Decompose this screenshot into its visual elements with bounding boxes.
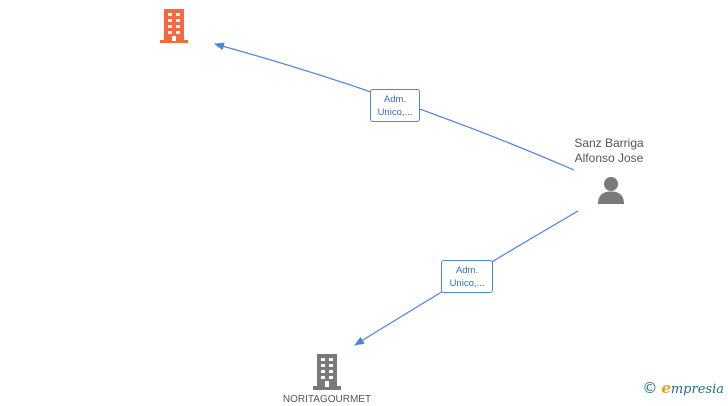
edge-label-bottom-line2: Unico,... — [449, 278, 485, 289]
edge-label-bottom[interactable]: Adm. Unico,... — [441, 260, 493, 293]
edge-label-top-line2: Unico,... — [377, 107, 413, 118]
brand-initial: e — [661, 379, 671, 397]
brand-logo: empresia — [661, 379, 724, 397]
edge-label-top[interactable]: Adm. Unico,... — [370, 89, 420, 122]
edge-label-top-line1: Adm. — [383, 94, 407, 105]
company-name-label[interactable]: NORITAGOURMET — [282, 394, 372, 405]
person-name-line2: Alfonso Jose — [574, 151, 644, 165]
building-icon[interactable] — [311, 354, 343, 390]
building-icon-highlighted[interactable] — [158, 9, 190, 43]
person-name-label: Sanz Barriga Alfonso Jose — [562, 136, 656, 166]
person-name-line1: Sanz Barriga — [574, 136, 644, 150]
person-icon[interactable] — [596, 176, 626, 204]
brand-rest: mpresia — [670, 382, 724, 397]
copyright-icon: © — [642, 379, 658, 397]
edge-label-bottom-line1: Adm. — [455, 265, 479, 276]
brand-footer[interactable]: © empresia — [642, 379, 724, 397]
